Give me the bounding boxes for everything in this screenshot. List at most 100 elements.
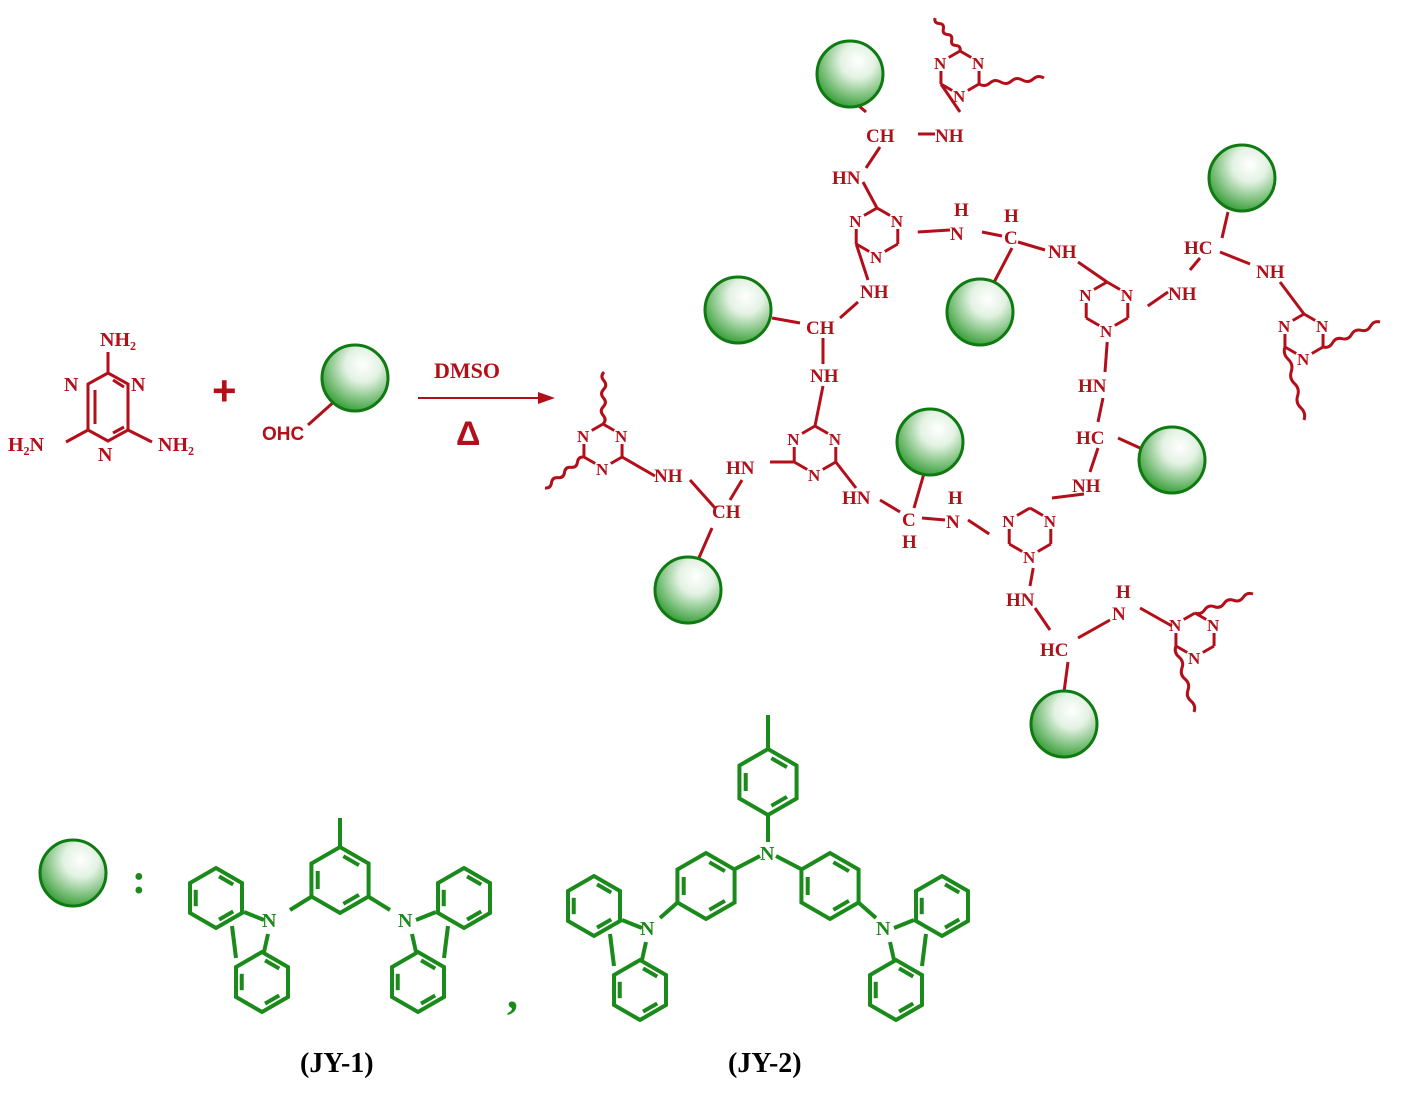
bond <box>696 527 714 561</box>
triazine-bond <box>1114 316 1129 327</box>
triazine-bond <box>1291 312 1305 322</box>
chromophore-sphere <box>895 407 965 477</box>
aromatic-bond <box>708 860 726 873</box>
aromatic-bond <box>770 756 788 769</box>
bond <box>230 925 238 959</box>
bond <box>608 933 616 967</box>
chromophore-sphere <box>703 275 773 345</box>
bond <box>917 228 951 234</box>
bond <box>771 316 801 325</box>
benzene-ring <box>675 850 737 922</box>
triazine-bond <box>1093 280 1108 291</box>
triazine-bond <box>1311 345 1324 355</box>
bond <box>939 83 962 113</box>
polymer-continuation <box>933 17 962 52</box>
bond <box>839 300 859 320</box>
ring-nitrogen: N <box>64 374 79 396</box>
hydrogen-label: H <box>948 488 963 509</box>
ring-nitrogen: N <box>1023 548 1036 567</box>
aromatic-bond <box>770 795 788 808</box>
aromatic-bond <box>898 966 915 979</box>
ring-nitrogen: N <box>891 212 904 231</box>
jy2-label: (JY-2) <box>728 1048 802 1079</box>
bond <box>307 398 337 427</box>
bond <box>1219 250 1251 266</box>
bond <box>1278 281 1306 315</box>
triazine-bond <box>1008 542 1023 553</box>
bond <box>1017 240 1046 252</box>
amine-label: N <box>946 512 960 533</box>
nitrogen-label: N <box>760 843 775 865</box>
benzene-ring <box>868 957 924 1023</box>
triazine-bond <box>610 455 623 465</box>
amine-label: NH <box>1072 476 1101 497</box>
aromatic-bond <box>342 893 360 906</box>
amine-label: NH <box>860 282 889 303</box>
hydrogen-label: H <box>954 200 969 221</box>
triazine-bond <box>876 206 891 217</box>
bond <box>879 498 901 514</box>
ring-nitrogen: N <box>1002 512 1015 531</box>
bond <box>864 146 882 169</box>
aromatic-bond <box>898 1001 915 1014</box>
amine-label: NH <box>654 466 683 487</box>
bond <box>775 854 802 871</box>
aromatic-bond <box>264 993 281 1006</box>
ring-nitrogen: N <box>615 427 628 446</box>
bond <box>127 428 153 444</box>
benzene-ring <box>799 850 861 922</box>
chromophore-sphere <box>320 343 390 413</box>
bond <box>621 455 656 478</box>
solvent-label: DMSO <box>434 358 500 383</box>
bond <box>243 910 265 922</box>
amine-label: NH <box>1256 262 1285 283</box>
ring-nitrogen: N <box>787 430 800 449</box>
aromatic-bond <box>596 882 613 895</box>
bond <box>1077 618 1111 640</box>
methine-label: C <box>1004 228 1018 249</box>
bond <box>1033 607 1052 631</box>
triazine-bond <box>1303 312 1317 322</box>
reaction-arrow: DMSO Δ <box>418 358 555 453</box>
benzene-ring <box>390 949 446 1015</box>
ring-double-bond <box>112 378 125 389</box>
bond <box>1028 567 1035 587</box>
ring-nitrogen: N <box>1169 616 1182 635</box>
bond <box>640 941 648 961</box>
benzene-ring <box>737 746 799 818</box>
aromatic-bond <box>466 874 483 887</box>
aromatic-bond <box>944 882 961 895</box>
polymer-continuation <box>1173 645 1197 713</box>
polymer-continuation <box>1194 591 1254 616</box>
ring-nitrogen: N <box>1079 286 1092 305</box>
benzene-ring <box>234 949 290 1015</box>
legend-comma: , <box>507 969 518 1018</box>
amine-label: HN <box>832 168 861 189</box>
jy1-structure <box>188 818 492 1015</box>
triazine-bond <box>1202 644 1215 654</box>
methine-label: HC <box>1040 640 1069 661</box>
amine-label: HN <box>1006 590 1035 611</box>
triazine-bond <box>793 460 808 471</box>
ring-nitrogen: N <box>972 54 985 73</box>
ring-nitrogen: N <box>849 212 862 231</box>
bond <box>442 925 450 959</box>
aromatic-bond <box>832 899 850 912</box>
amine-label: HN <box>1078 376 1107 397</box>
ring-nitrogen: N <box>870 248 883 267</box>
bond <box>920 933 928 967</box>
aromatic-bond <box>642 1001 659 1014</box>
triazine-bond <box>1182 611 1196 621</box>
ring-nitrogen: N <box>1044 512 1057 531</box>
polymer-continuation <box>1282 346 1307 421</box>
triazine-bond <box>1037 542 1052 553</box>
triazine-bond <box>1085 316 1100 327</box>
aromatic-bond <box>218 909 235 922</box>
ring-nitrogen: N <box>829 430 842 449</box>
benzene-ring <box>309 844 371 916</box>
polymer-continuation <box>599 370 608 426</box>
bond <box>734 854 761 871</box>
bond <box>888 941 896 961</box>
